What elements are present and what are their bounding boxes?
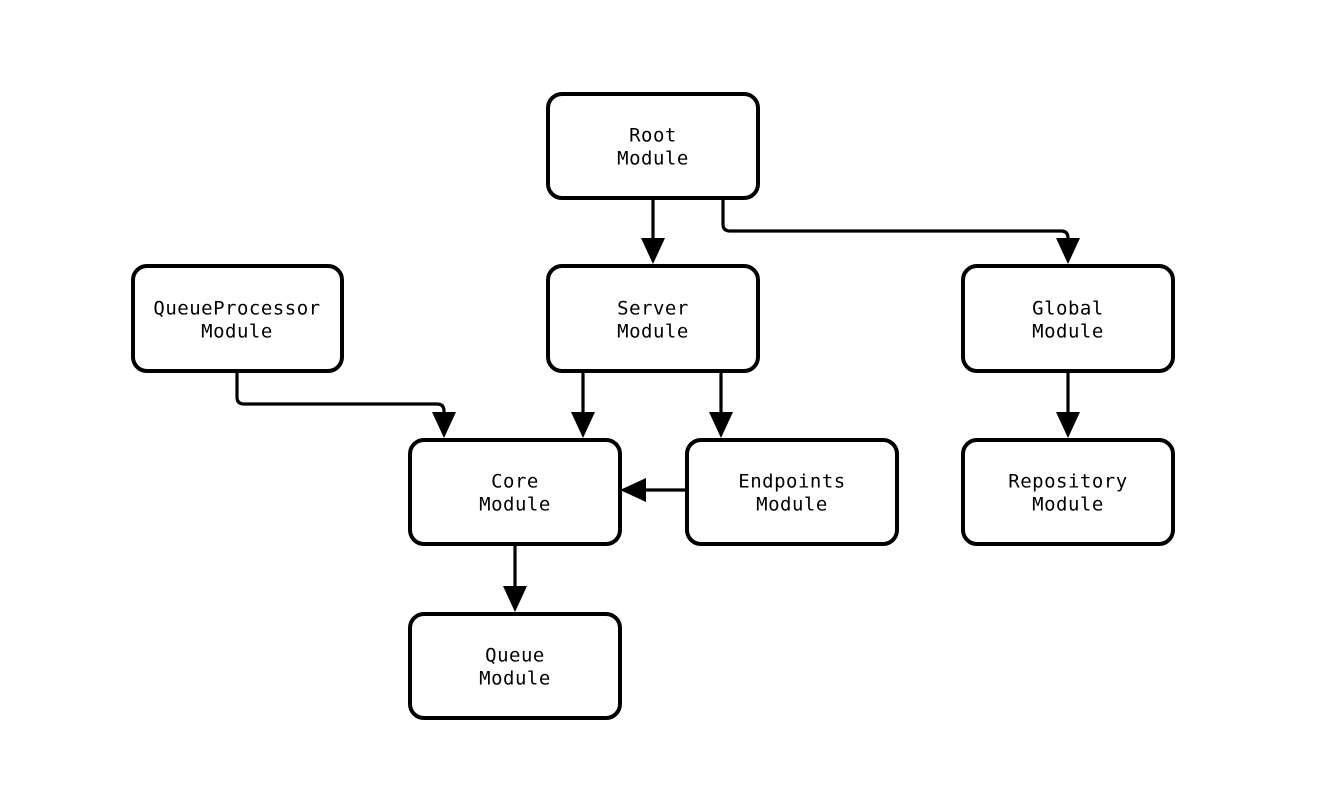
edge-layer xyxy=(235,198,1080,612)
node-server-module-label-line2: Module xyxy=(617,321,689,343)
node-repository-module-label-line1: Repository xyxy=(1008,471,1127,493)
edge-global-to-repository xyxy=(1056,371,1080,438)
node-server-module-label-line1: Server xyxy=(617,298,689,320)
node-core-module[interactable]: Core Module xyxy=(408,438,622,546)
node-layer: Root Module QueueProcessor Module Server… xyxy=(131,92,1175,720)
edge-endpoints-to-core xyxy=(620,478,687,502)
node-repository-module-box[interactable] xyxy=(961,438,1175,546)
edge-core-to-queue xyxy=(503,544,527,612)
edge-global-to-repository-arrowhead xyxy=(1056,412,1080,438)
node-repository-module[interactable]: Repository Module xyxy=(961,438,1175,546)
edge-root-to-server-arrowhead xyxy=(641,238,665,264)
node-queueprocessor-module-box[interactable] xyxy=(131,264,344,373)
edge-queueprocessor-to-core xyxy=(235,371,456,438)
edge-root-to-global-line xyxy=(721,198,1070,245)
node-core-module-label-line2: Module xyxy=(479,494,551,516)
edge-root-to-global-arrowhead xyxy=(1056,238,1080,264)
node-global-module-label-line2: Module xyxy=(1032,321,1104,343)
node-queue-module-label-line1: Queue xyxy=(485,645,545,667)
node-global-module-box[interactable] xyxy=(961,264,1175,373)
node-root-module-label-line1: Root xyxy=(629,125,677,147)
edge-server-to-endpoints-arrowhead xyxy=(709,412,733,438)
node-root-module-label-line2: Module xyxy=(617,148,689,170)
node-global-module[interactable]: Global Module xyxy=(961,264,1175,373)
node-root-module[interactable]: Root Module xyxy=(546,92,760,200)
node-server-module[interactable]: Server Module xyxy=(546,264,760,373)
node-queueprocessor-module-label-line2: Module xyxy=(201,321,273,343)
node-core-module-box[interactable] xyxy=(408,438,622,546)
edge-endpoints-to-core-arrowhead xyxy=(620,478,646,502)
edge-root-to-global xyxy=(721,198,1080,264)
node-global-module-label-line1: Global xyxy=(1032,298,1104,320)
node-queueprocessor-module[interactable]: QueueProcessor Module xyxy=(131,264,344,373)
node-endpoints-module[interactable]: Endpoints Module xyxy=(685,438,899,546)
node-repository-module-label-line2: Module xyxy=(1032,494,1104,516)
node-endpoints-module-label-line1: Endpoints xyxy=(738,471,845,493)
edge-server-to-core xyxy=(571,371,595,438)
node-endpoints-module-box[interactable] xyxy=(685,438,899,546)
edge-root-to-server xyxy=(641,198,665,264)
node-endpoints-module-label-line2: Module xyxy=(756,494,828,516)
node-server-module-box[interactable] xyxy=(546,264,760,373)
node-queue-module[interactable]: Queue Module xyxy=(408,612,622,720)
edge-server-to-core-arrowhead xyxy=(571,412,595,438)
edge-queueprocessor-to-core-line xyxy=(235,371,446,419)
edge-core-to-queue-arrowhead xyxy=(503,586,527,612)
node-queue-module-box[interactable] xyxy=(408,612,622,720)
node-queue-module-label-line2: Module xyxy=(479,668,551,690)
edge-server-to-endpoints xyxy=(709,371,733,438)
node-core-module-label-line1: Core xyxy=(491,471,539,493)
node-root-module-box[interactable] xyxy=(546,92,760,200)
edge-queueprocessor-to-core-arrowhead xyxy=(432,412,456,438)
node-queueprocessor-module-label-line1: QueueProcessor xyxy=(153,298,320,320)
